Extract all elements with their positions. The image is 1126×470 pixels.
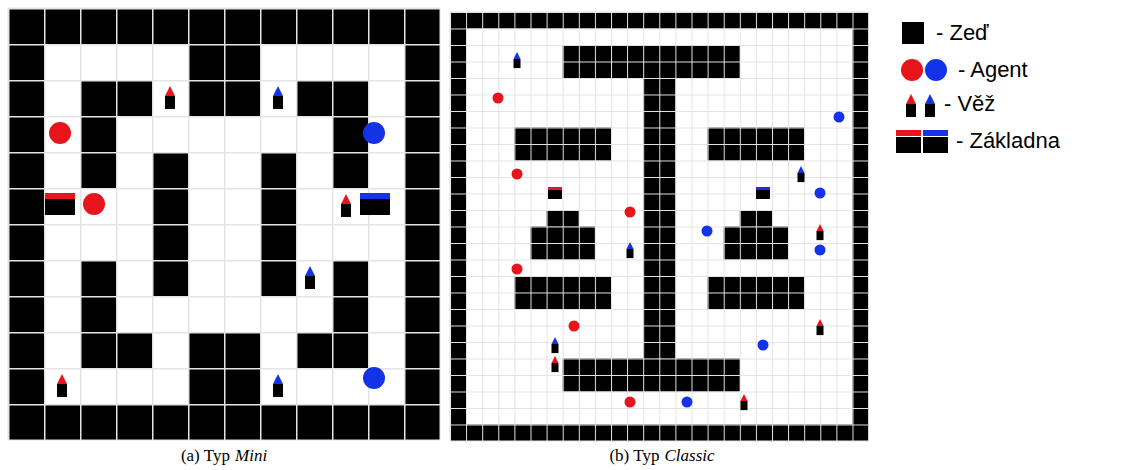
caption-type: Mini: [235, 446, 267, 465]
legend-label: - Základna: [956, 128, 1060, 154]
legend-label: - Věž: [944, 91, 995, 117]
figure-caption: (b) Typ Classic: [448, 446, 876, 466]
legend-swatch: [902, 22, 924, 44]
figure-caption: (a) Typ Mini: [0, 446, 448, 466]
legend-label: - Agent: [958, 57, 1028, 83]
mini-walls: [8, 8, 440, 440]
caption-type: Classic: [665, 446, 715, 465]
legend-samples: [896, 59, 948, 153]
caption-prefix: (b) Typ: [609, 446, 659, 465]
caption-prefix: (a) Typ: [181, 446, 230, 465]
classic-objects: [493, 52, 845, 410]
mini-grid: [8, 8, 440, 440]
classic-walls: [450, 12, 869, 441]
classic-grid: [450, 12, 869, 441]
legend-label: - Zeď: [936, 20, 989, 46]
mini-objects: [45, 86, 390, 397]
